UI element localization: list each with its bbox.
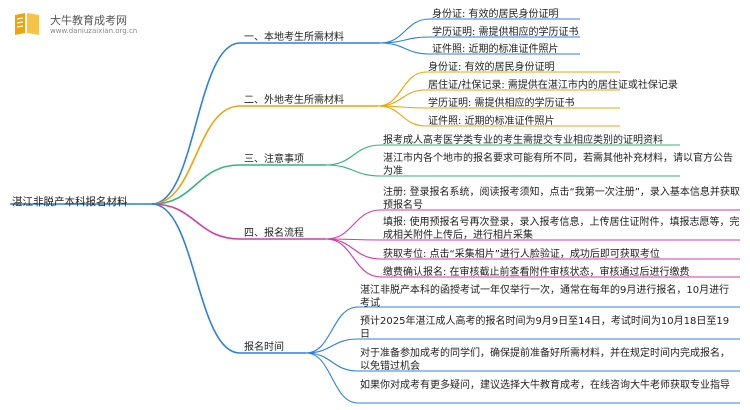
leaf-local-degree: 学历证明: 需提供相应的学历证书 [432,27,579,38]
leaf-process-seat: 获取考位: 点击“采集相片”进行人脸验证，成功后即可获取考位 [383,249,660,260]
leaf-local-id: 身份证: 有效的居民身份证明 [432,9,559,20]
branch-2-leaf-2-link [377,89,427,107]
leaf-time-2025: 预计2025年湛江成人高考的报名时间为9月9日至14日，考试时间为10月18日至… [360,316,730,340]
branch-4-leaf-4-link [325,238,382,278]
leaf-time-annual: 湛江非脱产本科的函授考试一年仅举行一次，通常在每年的9月进行报名，10月进行考试 [360,285,730,309]
branch-2-link [151,105,241,205]
branch-label-nonlocal: 二、外地考生所需材料 [244,95,344,106]
book-logo-icon [15,13,39,35]
leaf-process-pay: 缴费确认报名: 在审核截止前查看附件审核状态，审核通过后进行缴费 [383,267,690,278]
branch-label-notes: 三、注意事项 [244,154,304,165]
leaf-nonlocal-photo: 证件照: 近期的标准证件照片 [428,116,555,127]
branch-5-leaf-1-link [305,306,359,354]
logo-title: 大牛教育成考网 [50,14,127,27]
leaf-nonlocal-residence: 居住证/社保记录: 需提供在湛江市内的居住证或社保记录 [428,80,678,91]
branch-label-process: 四、报名流程 [244,228,304,239]
leaf-process-fill: 填报: 使用预报名号再次登录，录入报考信息，上传居住证附件，填报志愿等，完成相关… [383,217,740,241]
branch-1-link [151,42,241,205]
branch-3-leaf-1-link [325,144,382,166]
mindmap-root: 湛江非脱产本科报名材料 [12,196,128,208]
branch-5-leaf-3-link [305,352,359,372]
branch-4-leaf-1-link [325,209,382,240]
branch-4-link [151,203,241,240]
branch-5-link [151,203,241,354]
leaf-nonlocal-degree: 学历证明: 需提供相应的学历证书 [428,98,575,109]
leaf-notes-medical: 报考成人高考医学类专业的考生需提交专业相应类别的证明资料 [383,135,663,146]
leaf-time-consult: 如果你对成考有更多疑问，建议选择大牛教育成考，在线咨询大牛老师获取专业指导 [360,380,730,391]
branch-4-leaf-3-link [325,238,382,260]
branch-1-leaf-1-link [379,18,431,44]
leaf-notes-regional: 湛江市内各个地市的报名要求可能有所不同，若需其他补充材料，请以官方公告为准 [383,153,733,177]
branch-2-leaf-1-link [377,71,427,107]
branch-3-leaf-2-link [325,164,382,177]
branch-3-link [151,164,241,205]
logo-url: www.daniuzaixian.org.cn [50,27,138,35]
branch-label-time: 报名时间 [244,342,284,353]
leaf-process-register: 注册: 登录报名系统，阅读报考须知，点击“我第一次注册”，录入基本信息并获取预报… [383,187,740,211]
leaf-local-photo: 证件照: 近期的标准证件照片 [432,44,559,55]
branch-5-leaf-4-link [305,352,359,404]
branch-label-local: 一、本地考生所需材料 [244,32,344,43]
leaf-nonlocal-id: 身份证: 有效的居民身份证明 [428,62,555,73]
branch-5-leaf-2-link [305,338,359,354]
branch-2-leaf-4-link [377,105,427,127]
branch-1-leaf-3-link [379,42,431,55]
leaf-time-prepare: 对于准备参加成考的同学们，确保提前准备好所需材料，并在规定时间内完成报名，以免错… [360,348,730,372]
